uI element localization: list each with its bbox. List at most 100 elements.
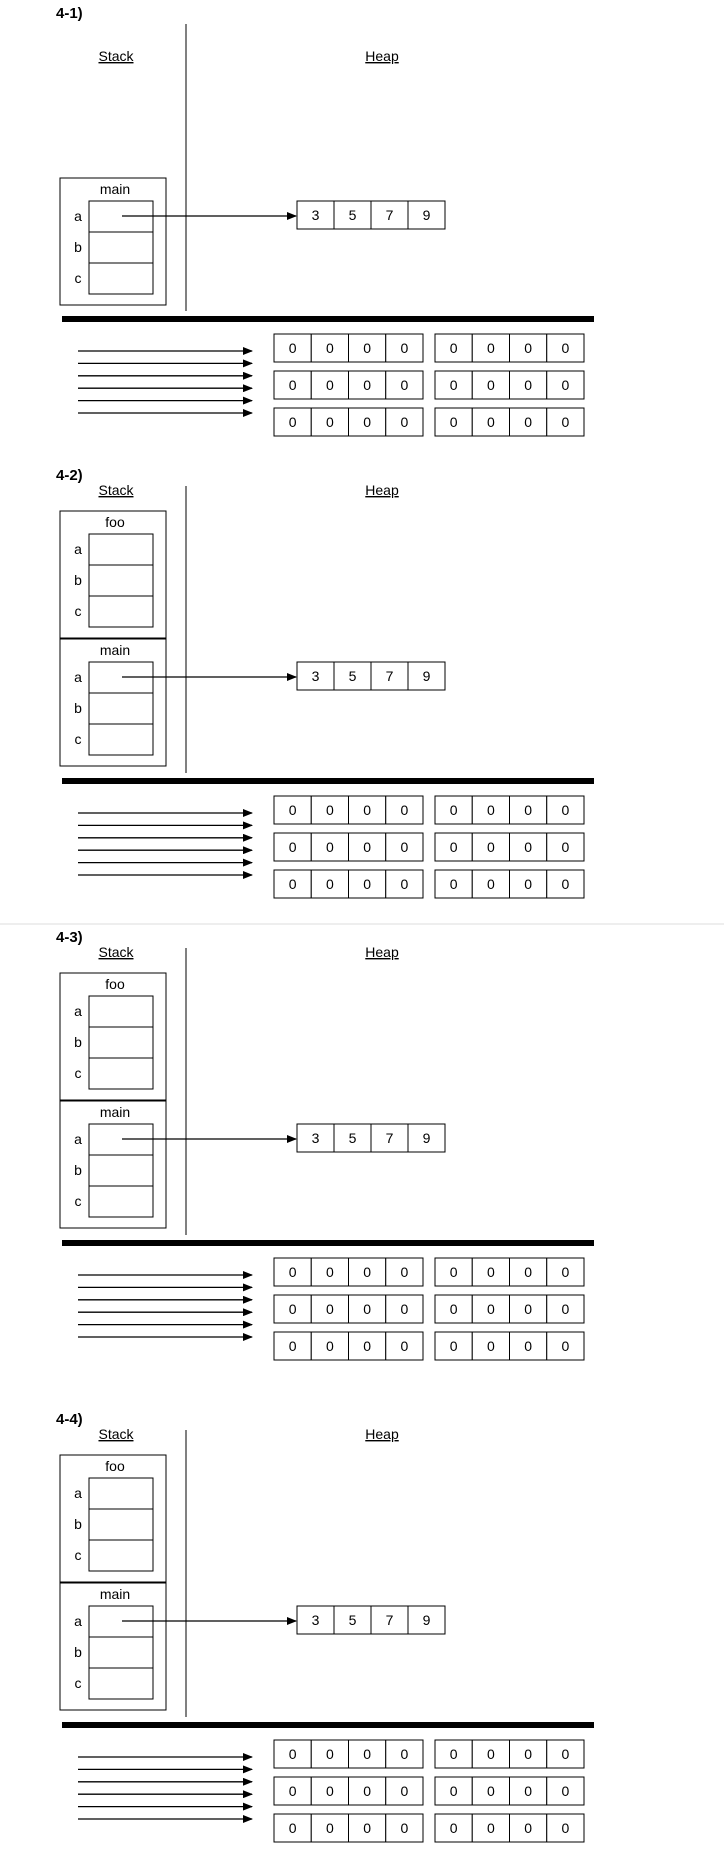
pool-cell [310, 370, 349, 400]
pool-cell-value: 0 [561, 1264, 569, 1280]
pool-cell-value: 0 [524, 802, 532, 818]
pool-cell [385, 869, 424, 899]
var-label: b [74, 572, 82, 588]
pool-cell-value: 0 [363, 876, 371, 892]
pool-cell [509, 832, 548, 862]
var-cell-c [88, 1539, 154, 1572]
frame-name: foo [105, 1458, 125, 1474]
pool-cell [310, 1331, 349, 1361]
pool-cell-value: 0 [487, 1783, 495, 1799]
heap-array-cell [333, 200, 372, 230]
pool-cell [385, 407, 424, 437]
pool-cell-value: 0 [450, 839, 458, 855]
pool-cell-value: 0 [487, 1264, 495, 1280]
pool-cell [509, 1739, 548, 1769]
var-label: c [75, 1675, 82, 1691]
pool-cell-value: 0 [487, 802, 495, 818]
panel-label: 4-3) [56, 929, 83, 946]
pool-cell-value: 0 [326, 1820, 334, 1836]
pool-cell [546, 1257, 585, 1287]
heap-array-cell [333, 1123, 372, 1153]
pool-cell-value: 0 [524, 377, 532, 393]
pool-cell-value: 0 [487, 1301, 495, 1317]
pool-cell-value: 0 [524, 340, 532, 356]
pool-cell [434, 1776, 473, 1806]
pool-cell-value: 0 [326, 1746, 334, 1762]
pool-cell-value: 0 [400, 1820, 408, 1836]
pool-cell-value: 0 [289, 1264, 297, 1280]
pool-cell [385, 370, 424, 400]
pool-cell [348, 795, 387, 825]
pool-cell [273, 1331, 312, 1361]
heap-array-value: 5 [349, 1612, 357, 1628]
heap-array-value: 3 [312, 1130, 320, 1146]
pool-cell [434, 795, 473, 825]
heap-array-cell [333, 1605, 372, 1635]
pool-cell-value: 0 [289, 377, 297, 393]
pool-cell-value: 0 [326, 1338, 334, 1354]
frame-name: main [100, 642, 130, 658]
heap-array-value: 3 [312, 668, 320, 684]
heap-array-cell [407, 1123, 446, 1153]
pool-cell-value: 0 [487, 839, 495, 855]
pool-cell [546, 333, 585, 363]
var-label: a [74, 1613, 82, 1629]
pool-cell [310, 832, 349, 862]
stack-heading: Stack [98, 1426, 134, 1442]
pool-cell [348, 407, 387, 437]
thick-separator [62, 1722, 594, 1728]
pool-cell-value: 0 [561, 414, 569, 430]
var-label: b [74, 239, 82, 255]
pool-cell [310, 1813, 349, 1843]
heap-array-value: 5 [349, 207, 357, 223]
pool-cell-value: 0 [400, 414, 408, 430]
pool-cell [310, 869, 349, 899]
pool-cell-value: 0 [289, 1820, 297, 1836]
pool-cell [273, 795, 312, 825]
pool-cell-value: 0 [326, 839, 334, 855]
pool-cell [385, 333, 424, 363]
heap-heading: Heap [365, 1426, 399, 1442]
pool-cell [434, 869, 473, 899]
pool-cell-value: 0 [400, 340, 408, 356]
pool-cell-value: 0 [400, 1264, 408, 1280]
pool-cell [471, 869, 510, 899]
var-label: a [74, 1003, 82, 1019]
pool-cell [509, 1776, 548, 1806]
heap-array-value: 3 [312, 1612, 320, 1628]
pool-cell [348, 1294, 387, 1324]
pool-cell [509, 869, 548, 899]
thick-separator [62, 778, 594, 784]
pool-cell [348, 832, 387, 862]
var-label: c [75, 1193, 82, 1209]
pool-cell-value: 0 [289, 1338, 297, 1354]
stack-heading: Stack [98, 48, 134, 64]
pool-cell [546, 1294, 585, 1324]
pool-cell [434, 1331, 473, 1361]
var-cell-c [88, 723, 154, 756]
pool-cell-value: 0 [400, 876, 408, 892]
pool-cell [273, 1294, 312, 1324]
pool-cell-value: 0 [561, 839, 569, 855]
pool-cell-value: 0 [561, 377, 569, 393]
pool-cell-value: 0 [363, 414, 371, 430]
panel-label: 4-1) [56, 5, 83, 22]
frame-name: main [100, 1586, 130, 1602]
pool-cell-value: 0 [450, 1301, 458, 1317]
var-cell-a [88, 1477, 154, 1510]
heap-heading: Heap [365, 48, 399, 64]
var-cell-a [88, 995, 154, 1028]
heap-heading: Heap [365, 944, 399, 960]
panel-label: 4-2) [56, 467, 83, 484]
pool-cell [434, 832, 473, 862]
pool-cell [348, 1776, 387, 1806]
frame-name: main [100, 181, 130, 197]
pool-cell [434, 407, 473, 437]
pool-cell-value: 0 [363, 1746, 371, 1762]
pool-cell [546, 407, 585, 437]
